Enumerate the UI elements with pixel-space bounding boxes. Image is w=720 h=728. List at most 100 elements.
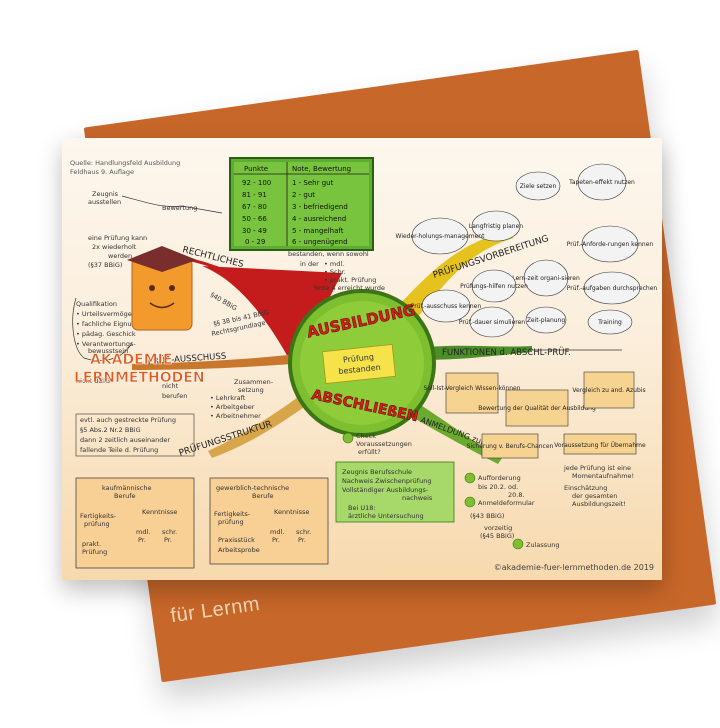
anm-bbig43: (§43 BBiG) <box>470 512 504 520</box>
struktur-gewerbl-box: gewerblich-technische Berufe Fertigkeits… <box>209 477 329 565</box>
anmeldung-steps: Aufforderung bis 20.2. od. 20.8. Anmelde… <box>464 464 634 550</box>
svg-text:Tapeten-effekt nutzen: Tapeten-effekt nutzen <box>568 179 635 186</box>
note-mdl: • mdl. <box>324 260 344 268</box>
func-box-chancen: Sicherung v. Berufs-Chancen <box>467 433 554 459</box>
anm-bis: bis 20.2. od. <box>478 483 518 491</box>
book-cover-text: für Lernm <box>169 592 262 628</box>
center-sticky-note: Prüfung bestanden <box>322 343 396 385</box>
note-verantwortung: • Verantwortungs- <box>76 340 136 348</box>
kaufm-kenntnisse: Kenntnisse <box>142 508 177 516</box>
graduation-cap-icon <box>127 246 197 272</box>
note-gestreckt3: dann 2 zeitlich auseinander <box>80 436 170 444</box>
grade-row-1-points: 92 - 100 <box>242 179 271 187</box>
gewerbl-pruefung: prüfung <box>218 518 244 526</box>
cloud-ziele: Ziele setzen <box>515 171 561 201</box>
anmeldung-checklist-box: Zeugnis Berufsschule Nachweis Zwischenpr… <box>335 461 455 523</box>
kaufm-prakt: prakt. <box>82 540 101 548</box>
anm-bbig45: (§45 BBiG) <box>480 532 514 540</box>
note-zeugnis: Zeugnis <box>92 190 119 198</box>
svg-text:Ziele setzen: Ziele setzen <box>520 183 557 190</box>
gewerbl-mdl: mdl. <box>270 528 284 536</box>
note-arbeitnehmer: • Arbeitnehmer <box>210 412 261 420</box>
func-box-vergleich: Vergleich zu and. Azubis <box>572 371 646 409</box>
cloud-lernzeit: Lern-zeit organi-sieren <box>512 259 580 297</box>
anm-nachweis2: nachweis <box>402 494 433 502</box>
anm-momentaufnahme: Momentaufnahme! <box>572 472 634 480</box>
svg-text:Vergleich zu and. Azubis: Vergleich zu and. Azubis <box>572 387 645 394</box>
svg-text:Prüfungs-hilfen nutzen: Prüfungs-hilfen nutzen <box>460 283 528 290</box>
func-box-soll-ist: Soll-Ist-Vergleich Wissen-können <box>424 372 521 414</box>
note-zusammen: Zusammen- <box>234 378 274 386</box>
svg-text:Wieder-holungs-management: Wieder-holungs-management <box>396 233 486 240</box>
center-note-line1: Prüfung <box>343 352 375 364</box>
funktionen-boxes: Soll-Ist-Vergleich Wissen-können Bewertu… <box>424 349 646 459</box>
note-nicht: nicht <box>162 382 179 390</box>
anm-nachweis: Nachweis Zwischenprüfung <box>342 477 431 485</box>
svg-text:Lern-zeit organi-sieren: Lern-zeit organi-sieren <box>512 275 580 282</box>
svg-text:Training: Training <box>597 319 622 326</box>
step-2-badge <box>464 472 476 484</box>
anm-ausbildungsnachweis: Vollständiger Ausbildungs- <box>342 486 429 494</box>
anm-vorzeitig: vorzeitig <box>484 524 512 532</box>
cloud-dauer: Prüf.-dauer simulieren <box>459 306 525 338</box>
anm-jede-pruefung: jede Prüfung ist eine <box>563 464 631 472</box>
gewerbl-kenntnisse: Kenntnisse <box>274 508 309 516</box>
source-line-2: Feldhaus 9. Auflage <box>70 168 134 176</box>
kaufm-pr2: Pr. <box>164 536 172 544</box>
gewerbl-pr2: Pr. <box>298 536 306 544</box>
source-line-1: Quelle: Handlungsfeld Ausbildung <box>70 159 180 167</box>
grade-row-4-points: 50 - 66 <box>242 215 267 223</box>
branch-rechtliches <box>202 266 342 368</box>
gewerbl-schr: schr. <box>296 528 311 536</box>
anm-zeugnis: Zeugnis Berufsschule <box>342 468 412 476</box>
note-gestreckt1: evtl. auch gestreckte Prüfung <box>80 416 176 424</box>
anm-bei-u18: Bei U18: <box>348 504 376 512</box>
grade-row-5-points: 30 - 49 <box>242 227 267 235</box>
mindmap-canvas: Quelle: Handlungsfeld Ausbildung Feldhau… <box>70 157 658 572</box>
label-funktionen: FUNKTIONEN d. ABSCHL-PRÜF. <box>442 347 571 358</box>
grade-row-3-points: 67 - 80 <box>242 203 267 211</box>
grade-row-6-grade: 6 - ungenügend <box>292 238 348 246</box>
step-1-badge <box>342 432 354 444</box>
cloud-aufgaben: Prüf.-aufgaben durchsprechen <box>567 271 658 305</box>
note-paedag: • pädag. Geschick <box>76 330 136 338</box>
note-schr: • Schr. <box>324 268 346 276</box>
note-werden: werden <box>108 252 132 260</box>
gewerbl-pr1: Pr. <box>272 536 280 544</box>
cloud-training: Training <box>587 309 633 335</box>
kaufm-schr: schr. <box>162 528 177 536</box>
svg-text:Prüf.-aufgaben durchsprechen: Prüf.-aufgaben durchsprechen <box>567 285 658 292</box>
mindmap-poster: Quelle: Handlungsfeld Ausbildung Feldhau… <box>62 138 662 580</box>
func-box-qualitaet: Bewertung der Qualität der Ausbildung <box>478 389 596 427</box>
gewerbl-fertigkeits: Fertigkeits- <box>214 510 251 518</box>
cloud-ausschuss: Prüf.-ausschuss kennen <box>411 289 482 323</box>
anm-datum: 20.8. <box>508 491 525 499</box>
note-qualifikation: Qualifikation <box>76 300 117 308</box>
branch-ausschuss <box>132 353 307 370</box>
svg-text:Soll-Ist-Vergleich Wissen-könn: Soll-Ist-Vergleich Wissen-können <box>424 385 521 392</box>
logo-line1: AKADEMIE <box>90 352 172 368</box>
note-nicht-bbig: nicht BBiG <box>76 377 110 385</box>
bewertung-line <box>121 195 223 214</box>
note-gestreckt2: §5 Abs.2 Nr.2 BBiG <box>80 426 141 434</box>
grade-row-2-points: 81 - 91 <box>242 191 267 199</box>
gewerbl-berufe: Berufe <box>252 492 274 500</box>
grade-header-points: Punkte <box>244 165 268 173</box>
branch-struktur <box>208 388 317 458</box>
note-pruefung-kann: eine Prüfung kann <box>88 234 147 242</box>
svg-text:Prüf.-ausschuss kennen: Prüf.-ausschuss kennen <box>411 303 482 310</box>
gewerbl-arbeitsprobe: Arbeitsprobe <box>218 546 260 554</box>
qualifikation-outline <box>72 297 133 361</box>
note-bewertung: Bewertung <box>162 204 197 212</box>
center-note-line2: bestanden <box>338 363 381 376</box>
note-wiederholt: 2x wiederholt <box>92 243 137 251</box>
step-4-badge <box>512 538 524 550</box>
kaufm-fertigkeits: Fertigkeits- <box>80 512 117 520</box>
note-bestanden-wenn: bestanden, wenn sowohl <box>288 250 369 258</box>
svg-text:Voraussetzung für Übernahme: Voraussetzung für Übernahme <box>554 442 646 449</box>
svg-text:Zeit-planung: Zeit-planung <box>527 317 566 324</box>
svg-text:Sicherung v. Berufs-Chancen: Sicherung v. Berufs-Chancen <box>467 443 554 450</box>
note-paragraph40: §40 BBiG <box>209 291 238 313</box>
kaufm-pr1: Pr. <box>138 536 146 544</box>
step-3-badge <box>464 496 476 508</box>
